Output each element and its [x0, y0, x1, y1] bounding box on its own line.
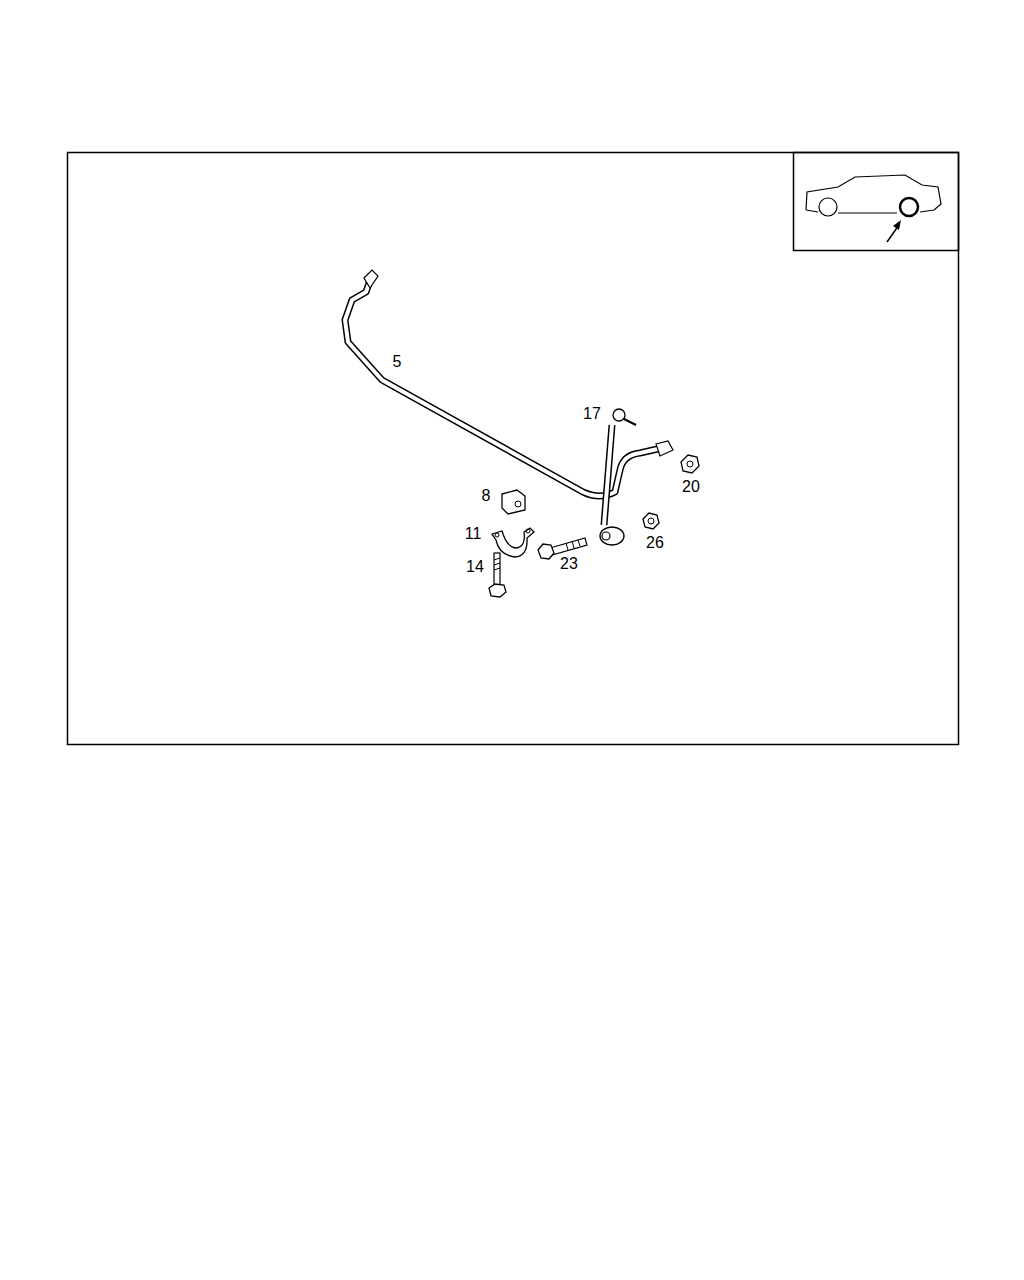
callout-number: 20: [681, 478, 701, 496]
callout-number: 8: [481, 487, 492, 505]
callout-number: 14: [465, 558, 485, 576]
frame: [68, 153, 959, 745]
rubber-mount: [502, 490, 525, 514]
callout-number: 5: [392, 353, 403, 371]
callout-number: 11: [464, 525, 483, 543]
bolt: [489, 538, 587, 597]
callout-number: 26: [645, 534, 665, 552]
coupling-link: [600, 409, 636, 545]
callout-number: 23: [559, 555, 579, 573]
stabilizer-bar: [345, 270, 673, 496]
location-inset: [794, 153, 959, 251]
callout-number: 17: [582, 405, 602, 423]
